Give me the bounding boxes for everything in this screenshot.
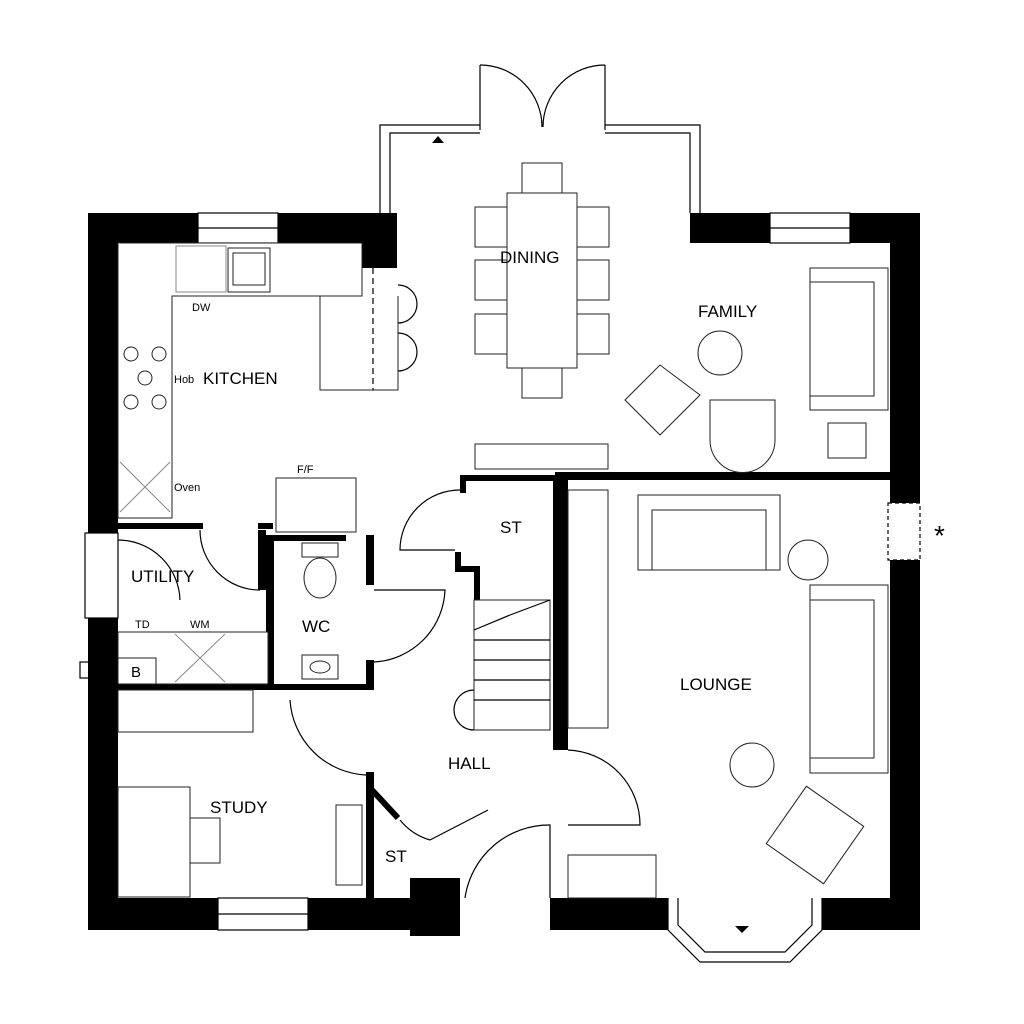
misc-fixtures: [117, 542, 363, 898]
label-wc: WC: [302, 617, 330, 636]
label-dining: DINING: [500, 248, 560, 267]
label-family: FAMILY: [698, 302, 757, 321]
stairs: [453, 599, 551, 731]
note-marker: *: [934, 520, 945, 551]
label-hall: HALL: [448, 754, 491, 773]
lounge-bay: [667, 898, 823, 963]
family-furniture: [624, 267, 889, 473]
lounge-furniture: [567, 489, 889, 899]
label-lounge: LOUNGE: [680, 675, 752, 694]
dining-table: [474, 162, 610, 470]
room-labels: DINING FAMILY KITCHEN UTILITY WC ST ST H…: [131, 248, 945, 866]
outer-walls: [88, 213, 920, 936]
label-hob: Hob: [174, 374, 194, 386]
label-kitchen: KITCHEN: [203, 369, 278, 388]
doors: [117, 489, 641, 899]
dining-bay: [379, 64, 701, 213]
kitchen-units: [117, 242, 418, 533]
label-study: STUDY: [210, 798, 268, 817]
label-store-upper: ST: [500, 518, 522, 537]
label-store-lower: ST: [385, 847, 407, 866]
label-tumble-dryer: TD: [135, 619, 150, 631]
windows: [79, 212, 921, 931]
label-washing-machine: WM: [190, 619, 210, 631]
label-fridge-freezer: F/F: [297, 464, 314, 476]
label-boiler: B: [131, 664, 141, 681]
label-dishwasher: DW: [192, 302, 211, 314]
interior-walls: [118, 472, 890, 898]
label-oven: Oven: [174, 482, 200, 494]
label-utility: UTILITY: [131, 567, 194, 586]
